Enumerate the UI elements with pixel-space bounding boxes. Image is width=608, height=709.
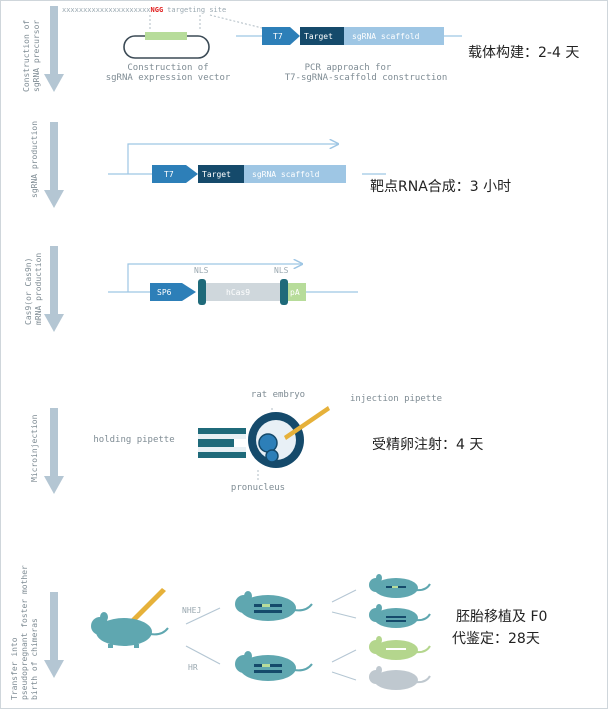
t7-promoter-1 — [262, 27, 300, 45]
rat-embryo-label: rat embryo — [251, 390, 305, 400]
nls-label-1: NLS — [194, 266, 209, 275]
scaffold-label-1: sgRNA scaffold — [352, 32, 420, 41]
pronucleus-1 — [258, 433, 278, 453]
holding-pipette — [198, 428, 248, 458]
caption-left-1: Construction of — [127, 63, 208, 73]
plasmid-insert — [145, 32, 187, 40]
hr-label: HR — [188, 663, 198, 672]
transcription-arrow-3 — [127, 264, 302, 292]
note-vector-construction: 载体构建：2-4 天 — [468, 45, 580, 61]
foster-mouse — [91, 612, 169, 648]
scaffold-block-2 — [244, 165, 346, 183]
offspring-mouse-2 — [369, 604, 431, 628]
offspring-mouse-1 — [369, 574, 431, 598]
pronucleus-2 — [265, 449, 279, 463]
note-transfer-line-1: 胚胎移植及 F0 — [456, 609, 548, 625]
nls-marker-2 — [280, 279, 288, 305]
pa-block — [288, 283, 306, 301]
transcription-arrow-2 — [127, 144, 338, 174]
step-arrow-4 — [44, 408, 64, 494]
offspring-line-4 — [331, 671, 357, 681]
step-arrow-3 — [44, 246, 64, 332]
step-arrow-2 — [44, 122, 64, 208]
target-block-1 — [300, 27, 344, 45]
injection-pipette — [284, 406, 330, 440]
offspring-mouse-4 — [369, 666, 431, 690]
caption-right-1: PCR approach for — [305, 63, 392, 73]
caption-left-2: sgRNA expression vector — [106, 73, 231, 83]
t7-label-1: T7 — [273, 32, 283, 41]
hcas9-block — [202, 283, 288, 301]
injection-pipette-label: injection pipette — [350, 394, 442, 404]
t7-label-2: T7 — [164, 170, 174, 179]
note-transfer-line-2: 代鉴定：28天 — [452, 631, 540, 647]
nhej-label: NHEJ — [182, 606, 201, 615]
scaffold-block-1 — [344, 27, 444, 45]
offspring-line-1 — [331, 589, 357, 603]
chimera-mouse-hr — [235, 651, 313, 681]
target-label-2: Target — [202, 170, 231, 179]
target-label-1: Target — [304, 32, 333, 41]
pa-label: pA — [290, 288, 300, 297]
transfer-pipette — [130, 588, 166, 623]
pronucleus-label: pronucleus — [231, 483, 285, 493]
step-arrow-1 — [44, 6, 64, 92]
caption-right-2: T7-sgRNA-scaffold construction — [285, 73, 448, 83]
t7-promoter-2 — [152, 165, 198, 183]
scaffold-label-2: sgRNA scaffold — [252, 170, 320, 179]
holding-pipette-label: holding pipette — [93, 435, 174, 445]
offspring-mouse-3 — [369, 636, 431, 660]
nls-marker-1 — [198, 279, 206, 305]
offspring-line-3 — [331, 649, 357, 663]
sp6-label: SP6 — [157, 288, 172, 297]
hcas9-label: hCas9 — [226, 288, 250, 297]
hr-arrow — [185, 645, 221, 665]
target-block-2 — [198, 165, 244, 183]
chimera-mouse-nhej — [235, 591, 313, 621]
nhej-arrow — [185, 607, 221, 625]
sp6-promoter — [150, 283, 196, 301]
step-arrow-5 — [44, 592, 64, 678]
offspring-line-2 — [331, 611, 357, 619]
guide-dash-3 — [209, 14, 271, 31]
nls-label-2: NLS — [274, 266, 289, 275]
note-zygote-injection: 受精卵注射：4 天 — [372, 437, 484, 453]
note-rna-synthesis: 靶点RNA合成：3 小时 — [370, 179, 512, 195]
